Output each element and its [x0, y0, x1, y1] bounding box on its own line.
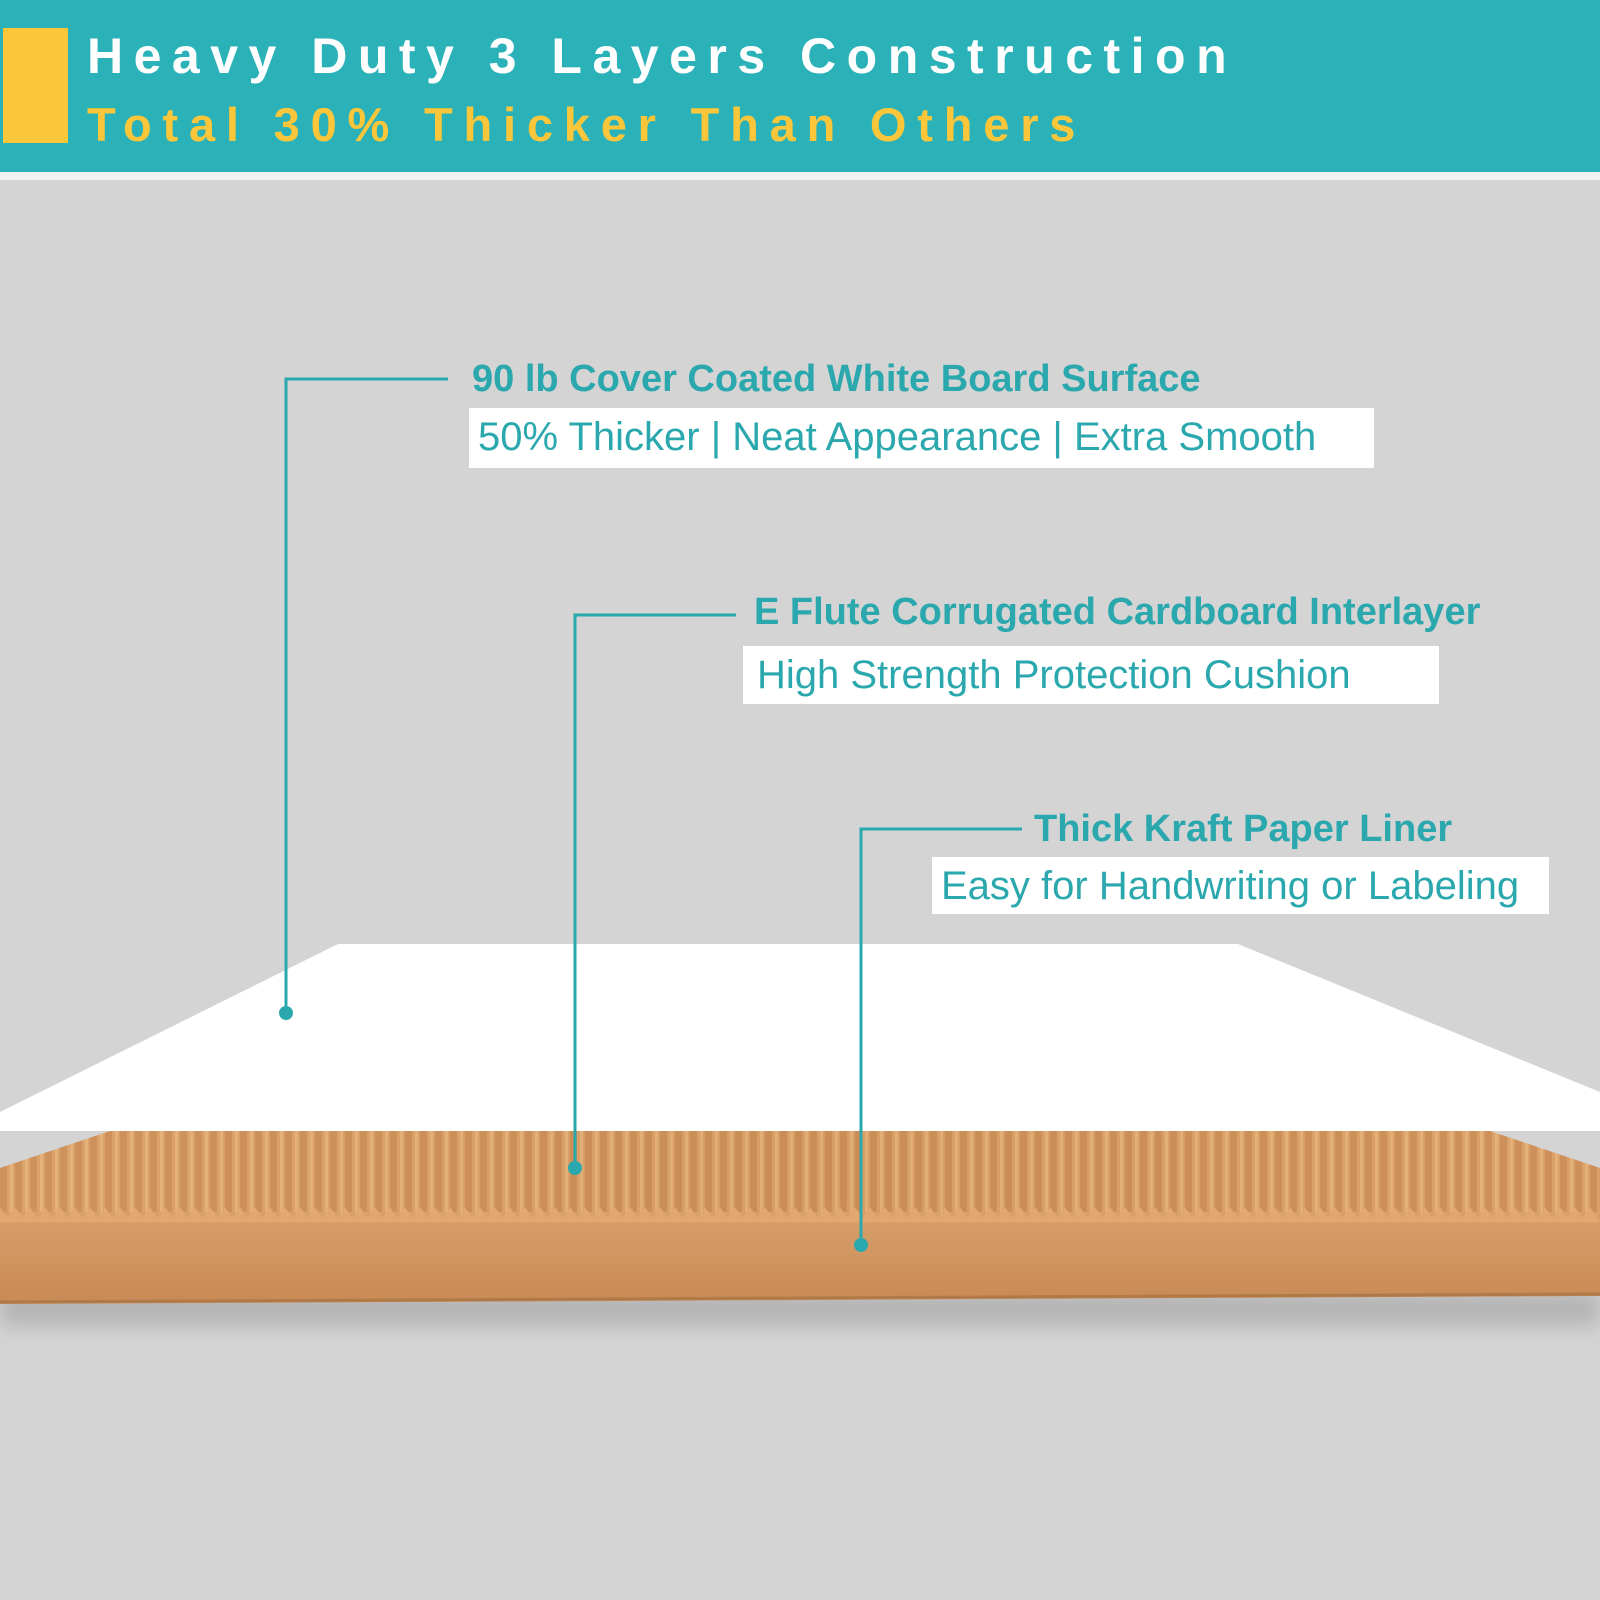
- marker-dot-surface: [279, 1006, 293, 1020]
- flute-wave-edge: [0, 1207, 1600, 1222]
- callout-surface-detail: 50% Thicker | Neat Appearance | Extra Sm…: [469, 408, 1374, 468]
- header-divider: [0, 172, 1600, 180]
- marker-dot-liner: [854, 1238, 868, 1252]
- marker-dot-interlayer: [568, 1161, 582, 1175]
- white-board-layer: [0, 944, 1600, 1131]
- header-banner: [0, 0, 1600, 172]
- callout-surface-title: 90 lb Cover Coated White Board Surface: [472, 358, 1201, 400]
- callout-interlayer-detail: High Strength Protection Cushion: [743, 646, 1439, 704]
- callout-interlayer-title: E Flute Corrugated Cardboard Interlayer: [754, 591, 1481, 633]
- leader-line-liner: [859, 827, 1022, 1244]
- kraft-liner-layer: [0, 1212, 1600, 1304]
- leader-line-surface: [284, 377, 448, 1012]
- kraft-liner-edge: [0, 1292, 1600, 1304]
- header-accent-block: [3, 28, 68, 143]
- header-title: Heavy Duty 3 Layers Construction: [87, 28, 1238, 84]
- callout-liner-detail: Easy for Handwriting or Labeling: [932, 857, 1549, 914]
- leader-lines: [284, 377, 1022, 1244]
- callout-liner-title: Thick Kraft Paper Liner: [1034, 808, 1453, 850]
- corrugated-flute-shading: [0, 1131, 1600, 1212]
- leader-line-interlayer: [573, 613, 736, 1168]
- header-subtitle: Total 30% Thicker Than Others: [87, 98, 1087, 151]
